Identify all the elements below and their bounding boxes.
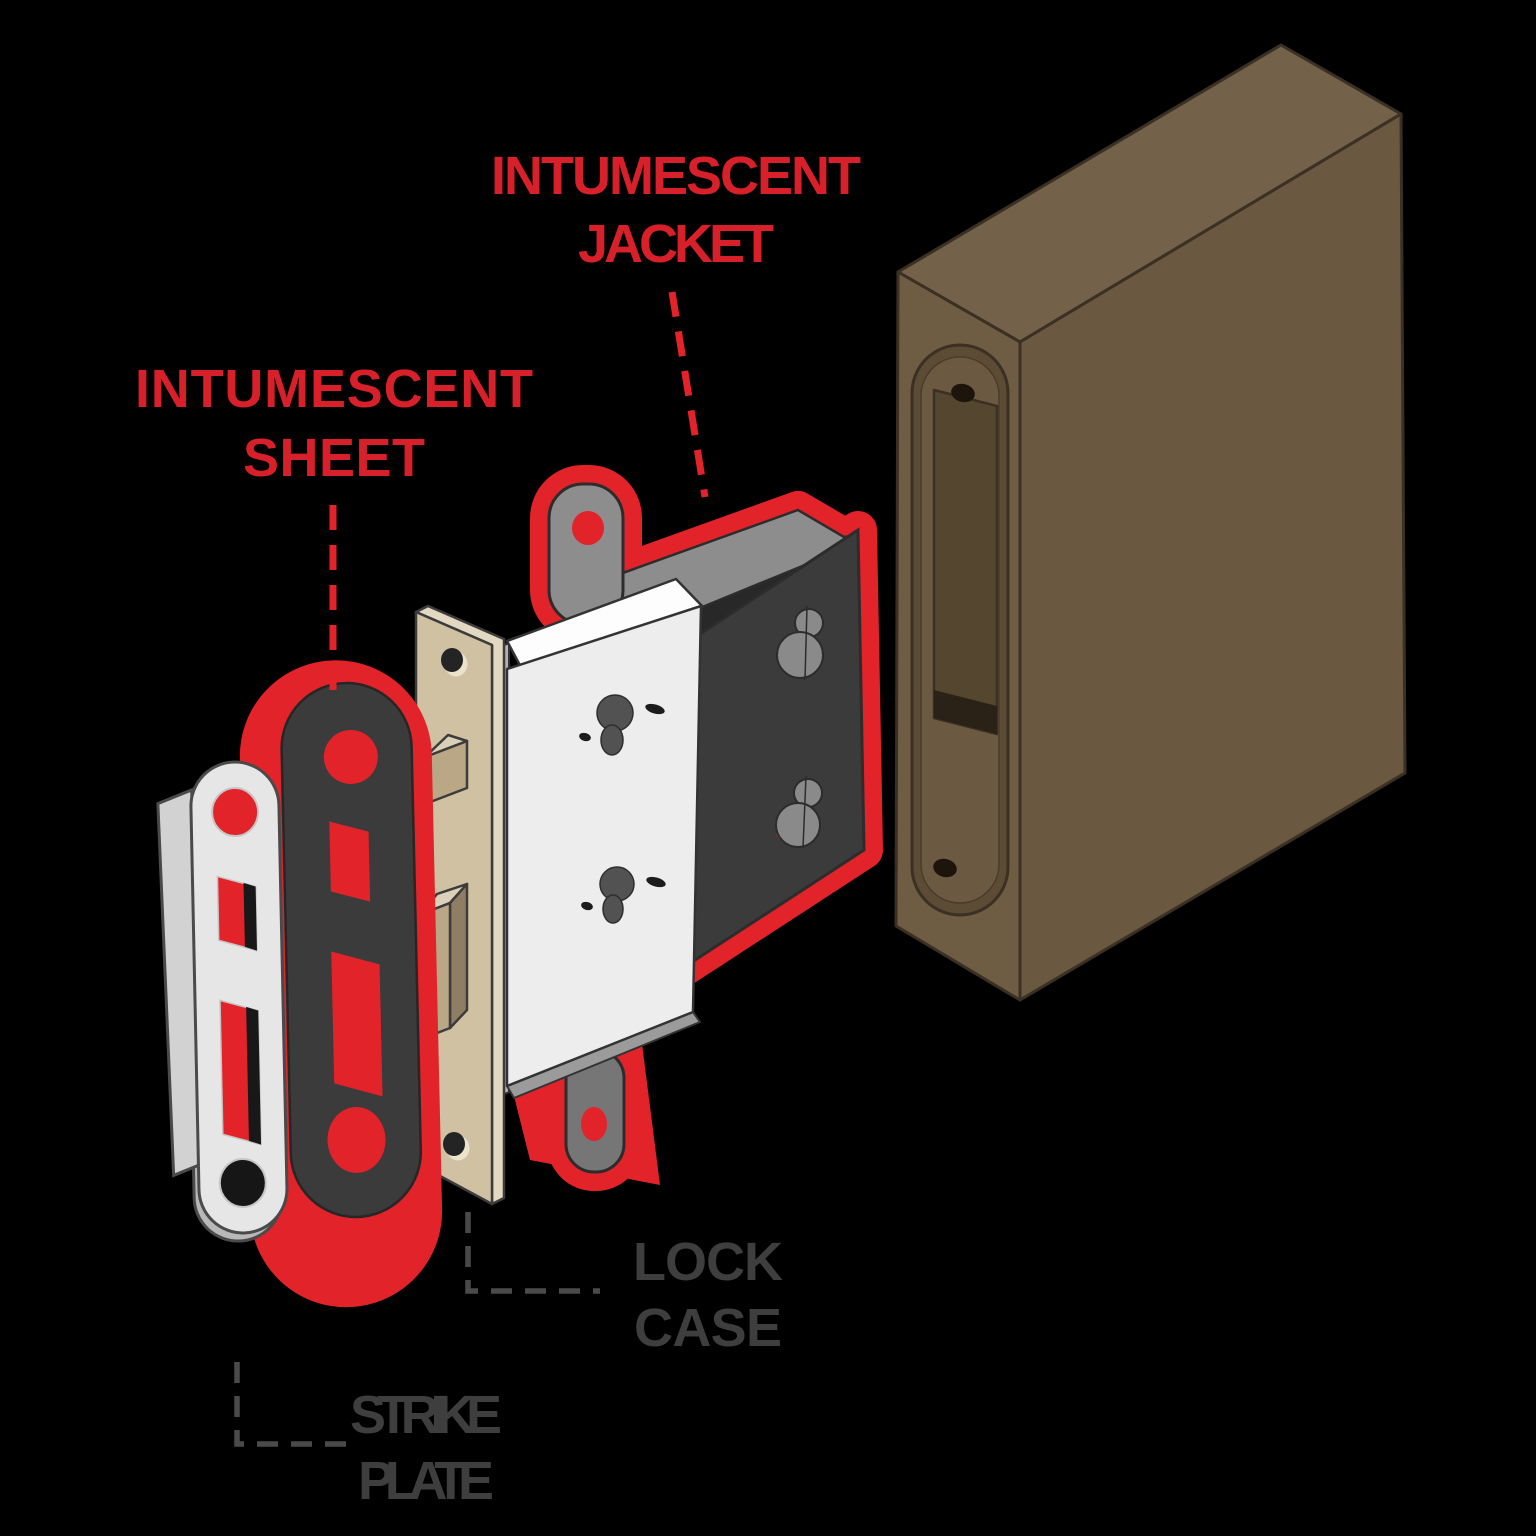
lock-case-body [501, 577, 705, 1099]
lock-case-keyhole-upper [596, 694, 634, 756]
label-intumescent-jacket-line2: JACKET [578, 214, 774, 274]
strike-plate-face [189, 760, 289, 1235]
jacket-top-tab-hole [572, 511, 604, 545]
label-strike-plate-line1: STRIKE [350, 1385, 502, 1445]
label-intumescent-sheet-line2: SHEET [243, 428, 425, 488]
lock-case-leader-line [465, 1212, 600, 1294]
jacket-leader-line [668, 291, 709, 498]
lock-case-side-face [505, 604, 703, 1088]
jacket-keyhole-lower [775, 775, 823, 849]
lock-case-screw-marks [579, 703, 666, 911]
lock-case-keyhole-lower [599, 866, 635, 924]
door-mortise-cavity [932, 388, 999, 736]
sheet-cutouts [323, 729, 386, 1173]
label-lock-case-line2: CASE [634, 1298, 782, 1358]
diagram-labels: INTUMESCENT JACKET INTUMESCENT SHEET LOC… [135, 146, 861, 1511]
lock-case-top-face [505, 577, 705, 673]
latch-bolt [423, 733, 469, 806]
strike-plate [156, 760, 289, 1243]
door-section [894, 43, 1407, 1002]
label-intumescent-sheet-line1: INTUMESCENT [135, 359, 533, 419]
strike-plate-hole-top [211, 787, 260, 838]
strike-plate-deadbolt-cutout [219, 999, 262, 1146]
intumescent-sheet [239, 660, 443, 1308]
jacket-bottom-tab-hole [581, 1107, 607, 1141]
strike-plate-latch-cutout [216, 875, 258, 952]
label-strike-plate-line2: PLATE [358, 1451, 494, 1511]
strike-plate-leader-line [234, 1362, 353, 1447]
jacket-top-tab [547, 482, 625, 626]
faceplate-screw-hole-bottom [443, 1132, 470, 1161]
door-screw-hole-top [951, 383, 975, 403]
door-screw-hole-bottom [933, 858, 957, 878]
faceplate-screw-hole-top [441, 648, 468, 677]
sheet-gasket [280, 681, 423, 1219]
leader-lines [234, 291, 709, 1447]
label-intumescent-jacket-line1: INTUMESCENT [491, 146, 861, 206]
door-mortise-pocket [910, 343, 1010, 917]
strike-plate-hole-bottom [218, 1157, 267, 1208]
label-lock-case-line1: LOCK [633, 1232, 783, 1292]
door-mortise-cavity-floor [934, 690, 997, 734]
jacket-keyhole-upper [776, 605, 824, 681]
